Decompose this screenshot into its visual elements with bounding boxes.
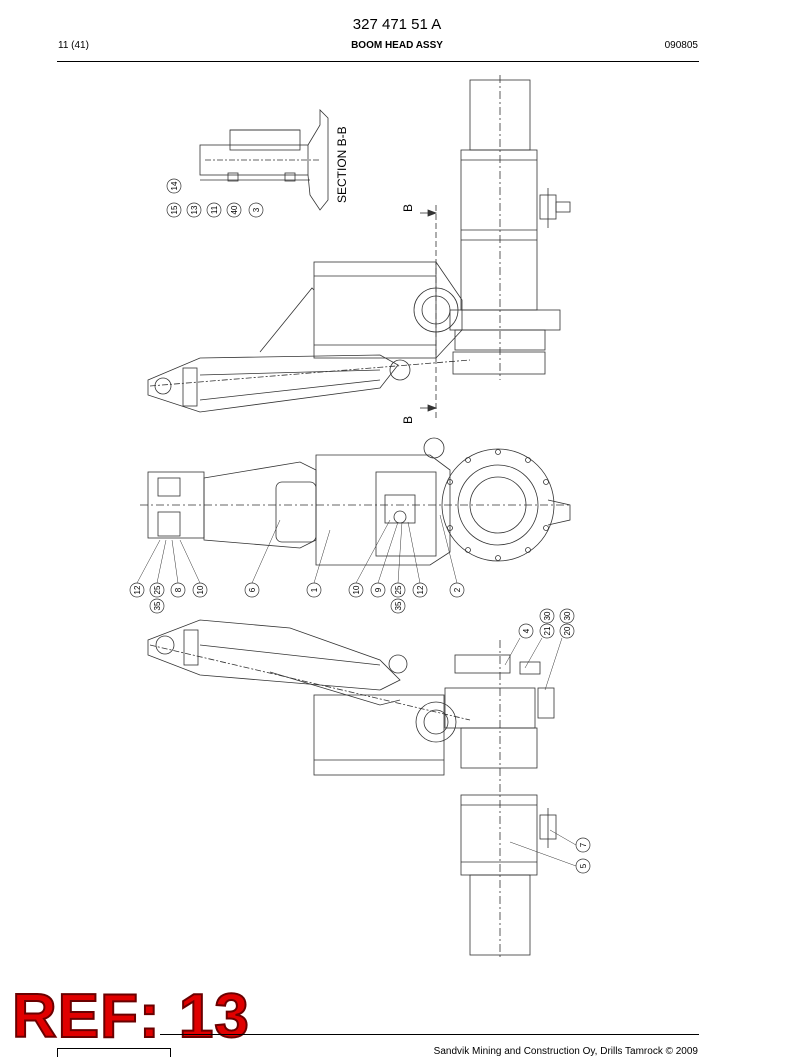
callout-9: 9 [374, 587, 383, 592]
section-marker-top: B [401, 204, 415, 212]
lower-view [147, 619, 557, 960]
upper-view [147, 261, 471, 413]
callout-12b: 12 [416, 585, 425, 594]
section-label: SECTION B-B [335, 126, 349, 203]
header-rule [57, 61, 699, 62]
ref-stamp: REF: 13 [11, 982, 250, 1051]
callout-40: 40 [230, 205, 239, 214]
callout-11: 11 [210, 205, 219, 214]
technical-drawing: SECTION B-B 14 15 13 11 40 3 B B [129, 75, 591, 960]
callout-3: 3 [252, 207, 261, 212]
boom-tube [449, 75, 571, 380]
callout-20: 20 [563, 626, 572, 635]
footer-rule [160, 1034, 699, 1035]
doc-number: 327 471 51 A [352, 16, 442, 33]
middle-view [140, 437, 571, 566]
section-b-b-detail [199, 109, 329, 211]
callout-4: 4 [522, 628, 531, 633]
callout-12: 12 [133, 585, 142, 594]
lower-callouts: 4 21 30 20 30 7 5 [518, 608, 591, 874]
callout-1: 1 [310, 587, 319, 592]
callout-8: 8 [174, 587, 183, 592]
callout-30: 30 [543, 611, 552, 620]
callout-7: 7 [579, 842, 588, 847]
callout-25: 25 [153, 585, 162, 594]
callout-21: 21 [543, 626, 552, 635]
lower-leaders [504, 637, 577, 867]
callout-10: 10 [196, 585, 205, 594]
callout-35: 35 [153, 601, 162, 610]
middle-callouts: 12 25 35 8 10 6 1 10 9 25 35 12 2 [129, 582, 465, 614]
section-markers: B B [401, 204, 438, 424]
middle-leaders [136, 514, 458, 584]
footer-copyright: Sandvik Mining and Construction Oy, Dril… [433, 1046, 698, 1057]
section-callouts: 14 15 13 11 40 3 [166, 178, 264, 218]
callout-35b: 35 [394, 601, 403, 610]
callout-6: 6 [248, 587, 257, 592]
bolt-circle [447, 449, 549, 561]
section-marker-bottom: B [401, 416, 415, 424]
callout-25b: 25 [394, 585, 403, 594]
callout-2: 2 [453, 587, 462, 592]
page-indicator: 11 (41) [58, 40, 89, 51]
date-code: 090805 [664, 40, 698, 51]
callout-10b: 10 [352, 585, 361, 594]
callout-14: 14 [170, 181, 179, 190]
callout-13: 13 [190, 205, 199, 214]
callout-5: 5 [579, 863, 588, 868]
callout-15: 15 [170, 205, 179, 214]
callout-30b: 30 [563, 611, 572, 620]
page-title: BOOM HEAD ASSY [351, 40, 443, 51]
